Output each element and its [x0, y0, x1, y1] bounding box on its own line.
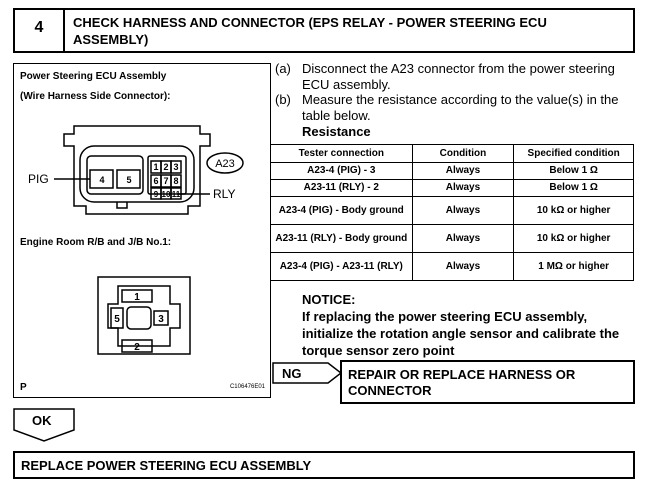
instruction-a-mark: (a) [275, 61, 291, 76]
pin-6: 6 [153, 176, 158, 186]
table-cell: 1 MΩ or higher [513, 252, 634, 281]
figure-code: C106476E01 [229, 384, 265, 390]
pin-9: 9 [154, 190, 159, 199]
figure-label-side: (Wire Harness Side Connector): [20, 91, 171, 102]
notice: NOTICE: If replacing the power steering … [302, 291, 642, 359]
ng-tag: NG [272, 362, 342, 384]
ng-result-text: REPAIR OR REPLACE HARNESS OR CONNECTOR [348, 367, 576, 398]
pin-7: 7 [163, 176, 168, 186]
final-step-text: REPLACE POWER STEERING ECU ASSEMBLY [21, 458, 312, 473]
jb-connector-drawing [97, 276, 191, 355]
pig-label: PIG [28, 172, 49, 186]
connector-diagram: 4 5 1 2 3 6 7 8 9 10 11 A23 PIG RLY 1 2 [28, 125, 244, 355]
table-cell: A23-4 (PIG) - A23-11 (RLY) [270, 252, 413, 281]
table-row: A23-11 (RLY) - Body ground Always 10 kΩ … [270, 224, 634, 253]
table-header-row: Tester connection Condition Specified co… [270, 144, 634, 163]
step-title: CHECK HARNESS AND CONNECTOR (EPS RELAY -… [73, 15, 547, 47]
instruction-a: (a) Disconnect the A23 connector from th… [275, 61, 635, 95]
instruction-a-text: Disconnect the A23 connector from the po… [302, 61, 615, 92]
table-row: A23-11 (RLY) - 2 Always Below 1 Ω [270, 179, 634, 197]
figure-label-ecu: Power Steering ECU Assembly [20, 71, 167, 82]
table-cell: Always [411, 179, 515, 197]
instruction-b-text: Measure the resistance according to the … [302, 92, 619, 123]
table-row: A23-4 (PIG) - Body ground Always 10 kΩ o… [270, 196, 634, 225]
jb-pin-5: 5 [114, 314, 120, 325]
table-cell: A23-4 (PIG) - Body ground [270, 196, 413, 225]
resistance-table: Tester connection Condition Specified co… [270, 144, 634, 281]
table-header: Condition [411, 144, 515, 163]
connector-figure: Power Steering ECU Assembly (Wire Harnes… [13, 63, 271, 398]
final-step-box: REPLACE POWER STEERING ECU ASSEMBLY [13, 451, 635, 479]
pin-10: 10 [162, 190, 171, 199]
connector-id-label: A23 [215, 158, 235, 170]
pin-3: 3 [173, 162, 178, 172]
table-cell: A23-11 (RLY) - Body ground [270, 224, 413, 253]
table-header: Tester connection [270, 144, 413, 163]
step-number: 4 [15, 10, 65, 51]
table-cell: 10 kΩ or higher [513, 224, 634, 253]
pin-8: 8 [173, 176, 178, 186]
ok-label: OK [32, 413, 52, 428]
instruction-b: (b) Measure the resistance according to … [275, 92, 635, 126]
table-cell: Below 1 Ω [513, 162, 634, 180]
table-row: A23-4 (PIG) - 3 Always Below 1 Ω [270, 162, 634, 180]
ecu-connector-drawing [54, 125, 244, 215]
table-cell: A23-11 (RLY) - 2 [270, 179, 413, 197]
rly-label: RLY [213, 187, 235, 201]
figure-corner-letter: P [20, 382, 27, 393]
pin-5: 5 [126, 175, 131, 185]
ok-tag: OK [13, 408, 75, 442]
figure-label-jb: Engine Room R/B and J/B No.1: [20, 237, 172, 248]
pin-11: 11 [172, 190, 181, 199]
pin-2: 2 [163, 162, 168, 172]
table-cell: Always [411, 252, 515, 281]
jb-pin-2: 2 [134, 342, 140, 353]
pin-1: 1 [153, 162, 158, 172]
jb-pin-3: 3 [158, 314, 164, 325]
table-row: A23-4 (PIG) - A23-11 (RLY) Always 1 MΩ o… [270, 252, 634, 281]
step-header: 4 CHECK HARNESS AND CONNECTOR (EPS RELAY… [13, 8, 635, 53]
table-cell: 10 kΩ or higher [513, 196, 634, 225]
jb-pin-1: 1 [134, 292, 140, 303]
table-cell: Always [411, 224, 515, 253]
ng-label: NG [282, 366, 302, 381]
table-cell: A23-4 (PIG) - 3 [270, 162, 413, 180]
table-cell: Below 1 Ω [513, 179, 634, 197]
notice-text: If replacing the power steering ECU asse… [302, 309, 620, 358]
resistance-heading: Resistance [302, 124, 371, 139]
pin-4: 4 [99, 175, 104, 185]
ng-result-box: REPAIR OR REPLACE HARNESS OR CONNECTOR [340, 360, 635, 404]
table-header: Specified condition [513, 144, 634, 163]
instruction-b-mark: (b) [275, 92, 291, 107]
table-cell: Always [411, 196, 515, 225]
table-cell: Always [411, 162, 515, 180]
notice-heading: NOTICE: [302, 292, 356, 307]
